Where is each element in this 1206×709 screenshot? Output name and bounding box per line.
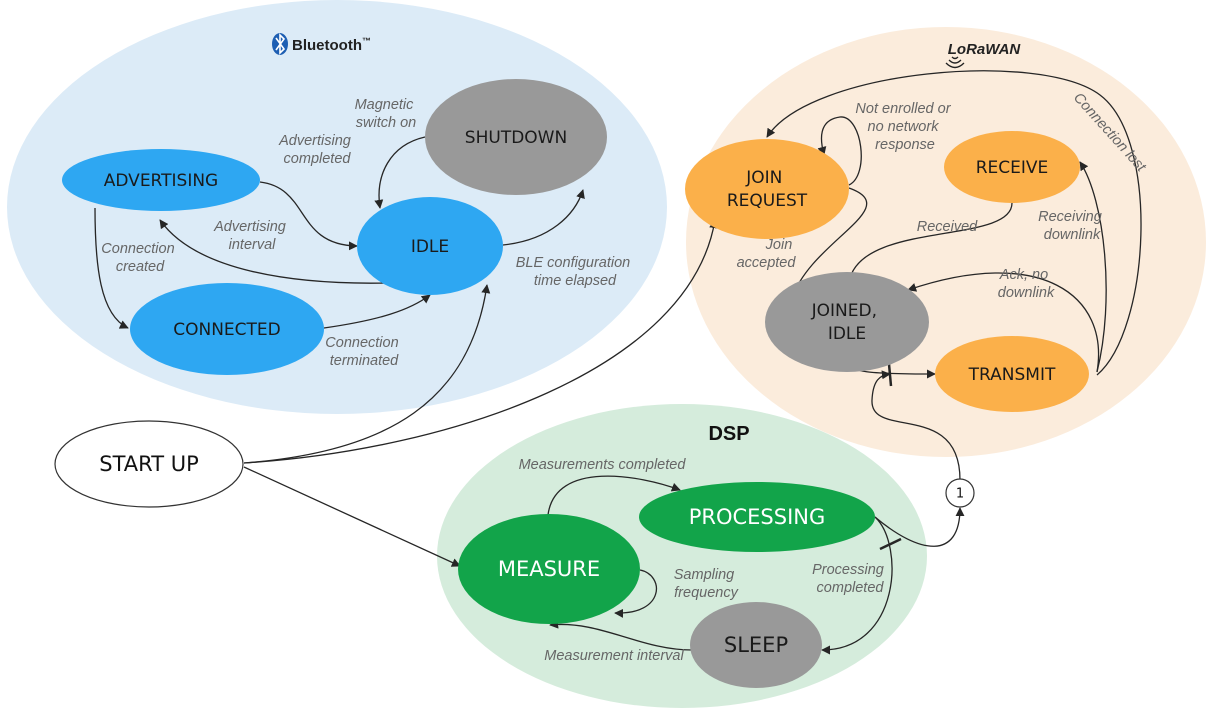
arrow-startup-to-join-request: [243, 219, 719, 464]
arrow-transmit-to-join-request: [766, 70, 1142, 376]
state-joined-idle[interactable]: JOINED, IDLE: [765, 272, 929, 372]
guard-bar-processing: [879, 537, 902, 551]
arrow-startup-to-measure: [243, 466, 461, 567]
arrow-transmit-to-receive: [1079, 161, 1107, 373]
label-processing-completed: Processing completed: [812, 562, 888, 596]
arrow-join-request-self-loop: [817, 116, 862, 186]
bluetooth-region: [7, 0, 667, 414]
state-join-request-label: JOIN REQUEST: [727, 168, 808, 211]
state-transmit[interactable]: TRANSMIT: [935, 336, 1089, 412]
arrow-shutdown-to-idle: [374, 136, 426, 209]
state-shutdown-label: SHUTDOWN: [465, 128, 567, 148]
label-not-enrolled: Not enrolled or no network response: [855, 101, 954, 153]
state-measure[interactable]: MEASURE: [458, 514, 640, 624]
states: ADVERTISING IDLE SHUTDOWN CONNECTED STAR…: [54, 79, 1089, 688]
arrow-advertising-to-connected: [94, 207, 129, 329]
state-processing-label: PROCESSING: [689, 505, 826, 529]
state-receive-label: RECEIVE: [976, 158, 1049, 178]
state-start-up-label: START UP: [99, 452, 199, 476]
label-advertising-completed: Advertising completed: [278, 133, 355, 167]
transition-labels: Magnetic switch on Advertising completed…: [101, 90, 1149, 664]
guard-bar-transmit: [887, 363, 893, 387]
transitions: [94, 70, 1142, 655]
arrow-startup-to-idle: [243, 284, 491, 464]
state-start-up[interactable]: START UP: [54, 420, 244, 508]
label-sampling-frequency: Sampling frequency: [674, 567, 739, 601]
arrow-idle-to-shutdown: [502, 189, 585, 246]
label-measurements-completed: Measurements completed: [519, 457, 687, 473]
label-measurement-interval: Measurement interval: [544, 648, 684, 664]
arrow-junction-to-transmit: [871, 370, 961, 481]
label-ble-configuration: BLE configuration time elapsed: [516, 255, 635, 289]
state-receive[interactable]: RECEIVE: [944, 131, 1080, 203]
state-idle-label: IDLE: [411, 237, 449, 257]
state-advertising-label: ADVERTISING: [104, 171, 218, 191]
state-sleep[interactable]: SLEEP: [690, 602, 822, 688]
junction-node: 1: [945, 478, 975, 508]
state-transmit-label: TRANSMIT: [968, 365, 1056, 385]
lora-antenna-icon: [945, 56, 965, 69]
label-ack-no-downlink: Ack, no downlink: [998, 267, 1055, 301]
arrow-measure-self-loop: [614, 569, 657, 618]
state-processing[interactable]: PROCESSING: [639, 482, 875, 552]
label-connection-terminated: Connection terminated: [325, 335, 402, 369]
arrow-connected-to-idle: [323, 294, 431, 329]
bluetooth-logo: Bluetooth™: [272, 33, 371, 55]
state-join-request[interactable]: JOIN REQUEST: [685, 139, 849, 239]
arrow-sleep-to-measure: [549, 619, 693, 651]
arrow-receive-to-joined: [846, 202, 1013, 283]
state-advertising[interactable]: ADVERTISING: [62, 149, 260, 211]
arrow-advertising-to-idle: [259, 181, 358, 251]
arrow-idle-to-advertising: [159, 219, 389, 284]
arrow-measure-to-processing: [547, 475, 681, 516]
bluetooth-title: Bluetooth™: [292, 36, 371, 54]
state-joined-idle-label: JOINED, IDLE: [811, 301, 883, 344]
state-connected[interactable]: CONNECTED: [130, 283, 324, 375]
lorawan-logo: LoRaWAN: [945, 41, 1022, 69]
state-connected-label: CONNECTED: [173, 320, 281, 340]
state-measure-label: MEASURE: [498, 557, 600, 581]
junction-label: 1: [956, 487, 964, 502]
label-receiving-downlink: Receiving downlink: [1038, 209, 1106, 243]
state-sleep-label: SLEEP: [724, 633, 788, 657]
state-shutdown[interactable]: SHUTDOWN: [425, 79, 607, 195]
bluetooth-icon: [272, 33, 288, 55]
arrow-processing-to-junction: [874, 507, 965, 547]
dsp-title: DSP: [708, 423, 749, 445]
label-advertising-interval: Advertising interval: [213, 219, 290, 253]
arrow-join-request-to-joined: [790, 187, 868, 299]
state-idle[interactable]: IDLE: [357, 197, 503, 295]
label-received: Received: [917, 219, 978, 235]
lorawan-title: LoRaWAN: [948, 41, 1022, 58]
label-magnetic-switch-on: Magnetic switch on: [355, 97, 418, 131]
label-join-accepted: Join accepted: [737, 237, 797, 271]
arrow-processing-to-sleep: [821, 516, 893, 655]
label-connection-created: Connection created: [101, 241, 178, 275]
arrow-transmit-to-joined: [907, 272, 1100, 373]
